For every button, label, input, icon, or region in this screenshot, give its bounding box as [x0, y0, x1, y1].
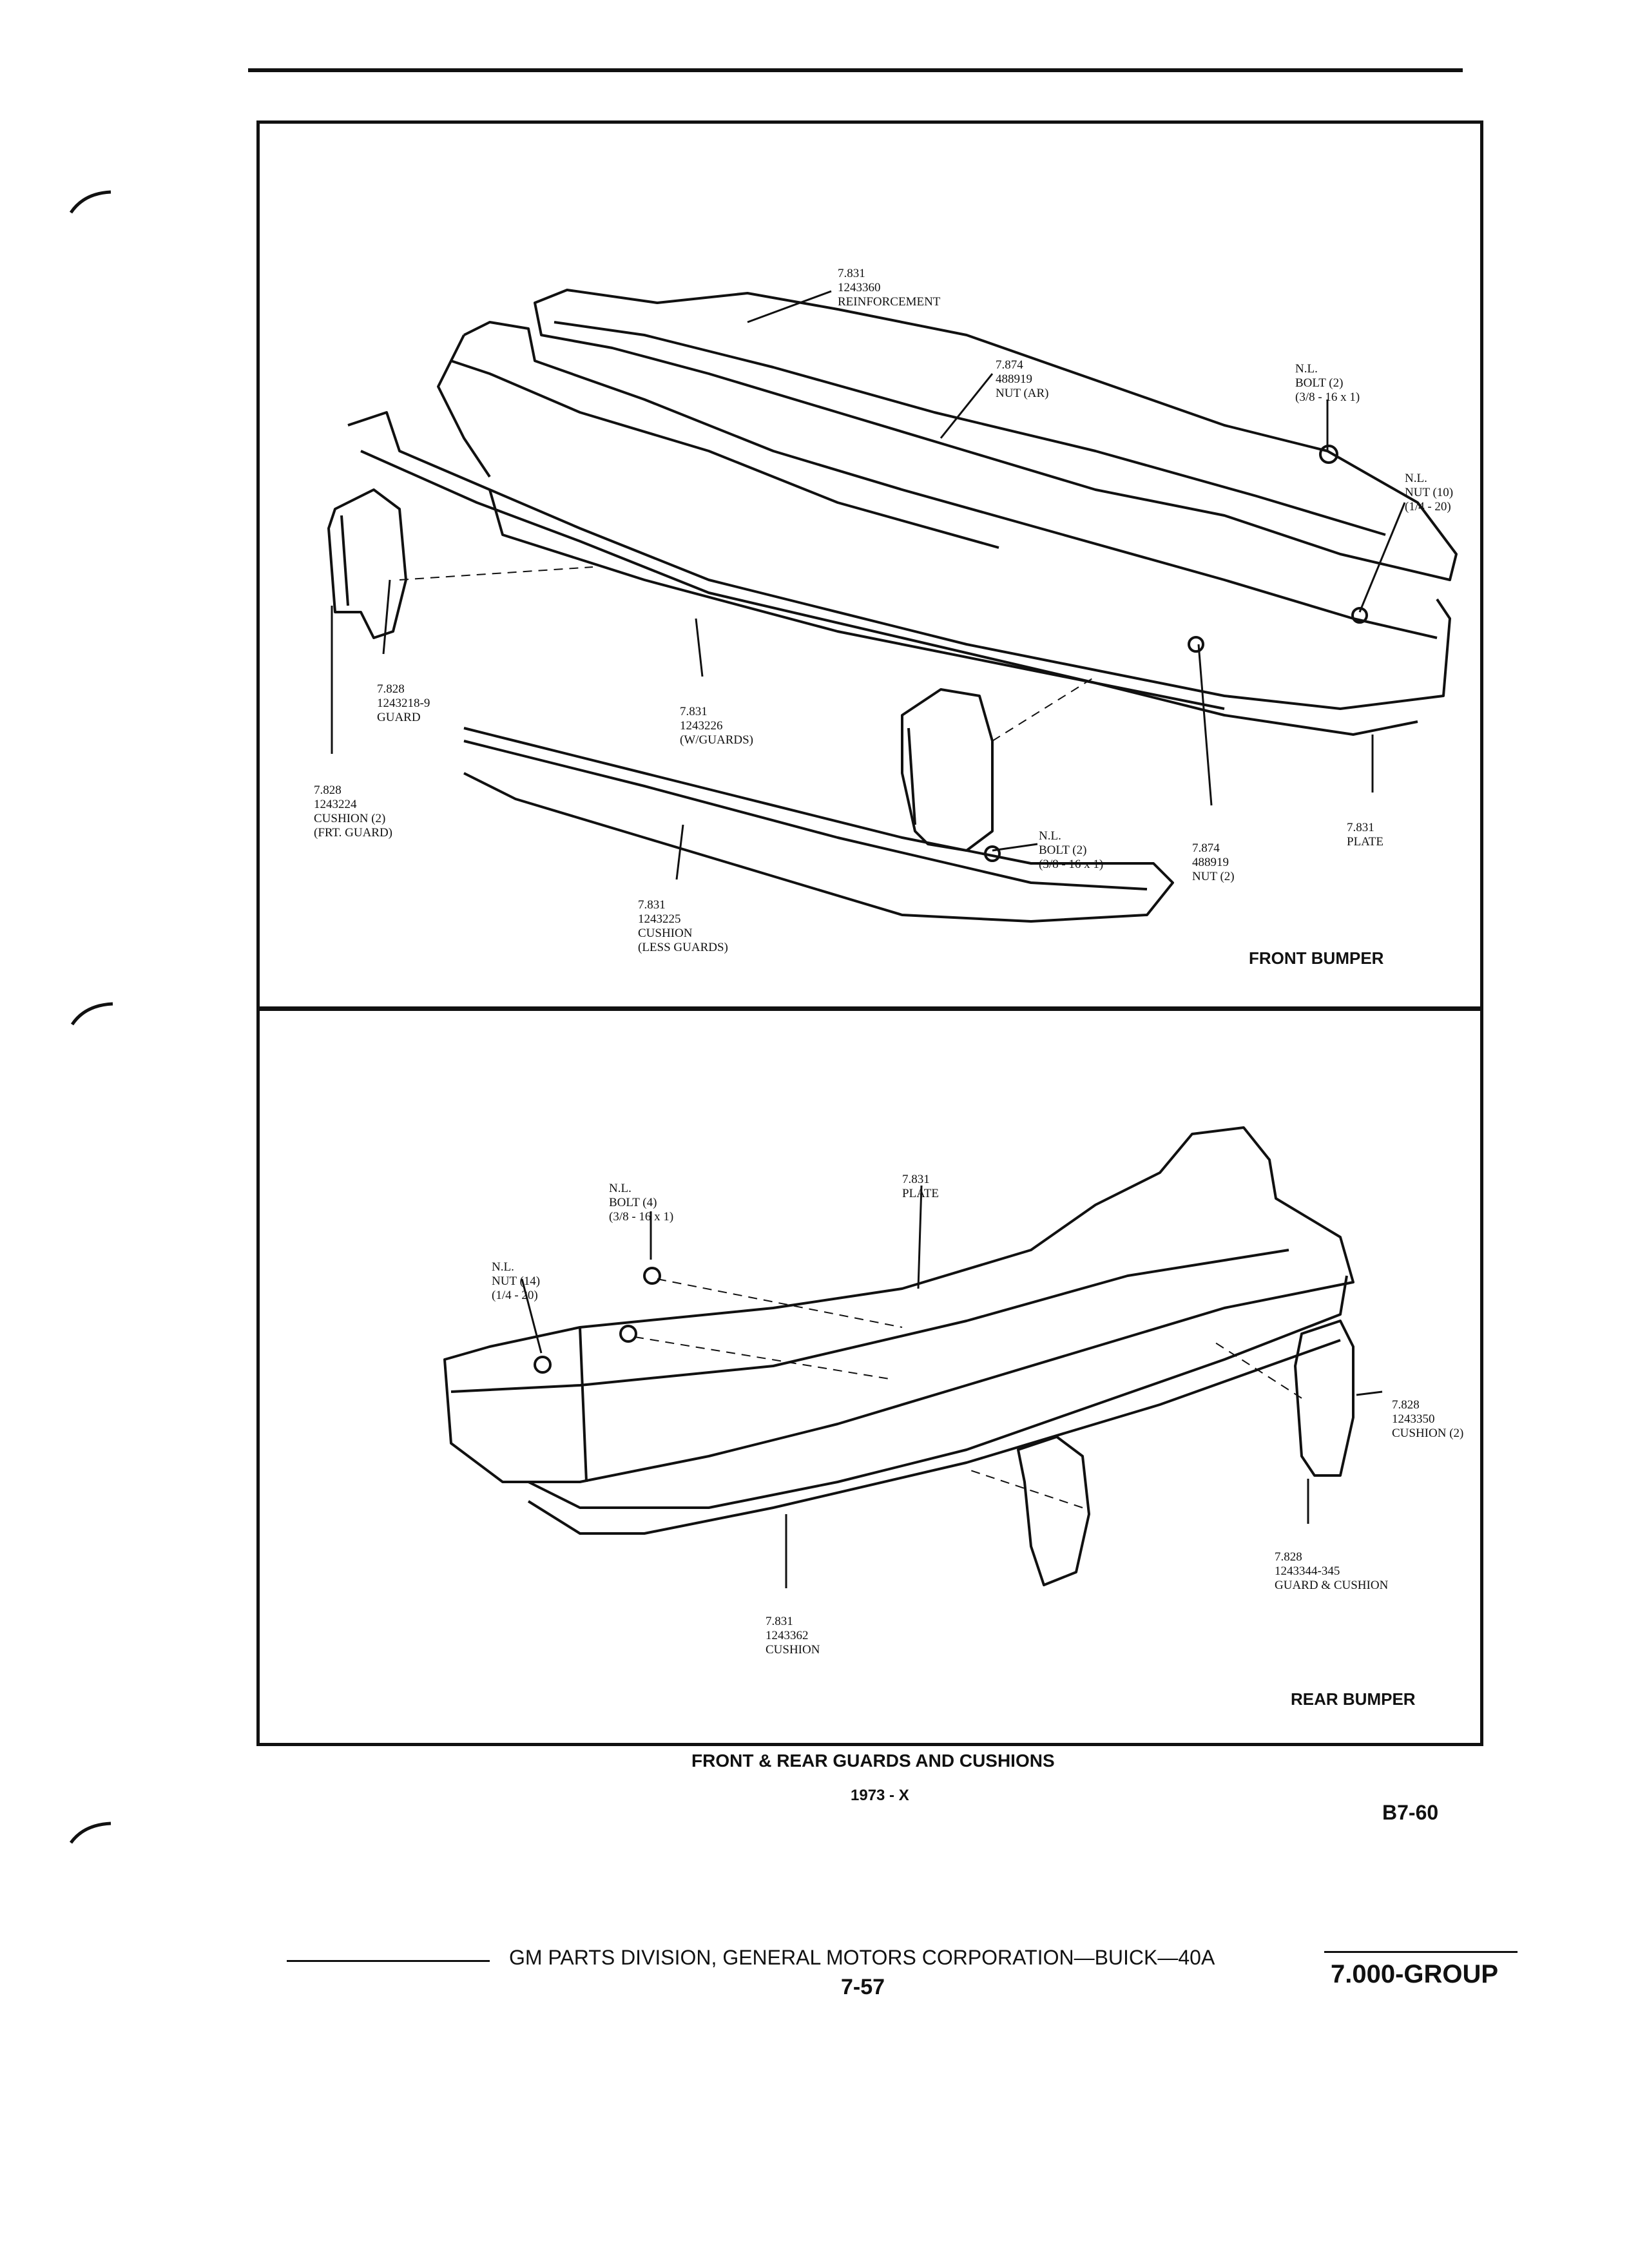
callout-nut-10: N.L.NUT (10)(1/4 - 20) — [1405, 472, 1454, 514]
footer-page: 7-57 — [841, 1975, 885, 1999]
rear-bumper-title: REAR BUMPER — [1291, 1689, 1416, 1709]
footer-group: 7.000-GROUP — [1331, 1960, 1499, 1988]
footer-division: GM PARTS DIVISION, GENERAL MOTORS CORPOR… — [509, 1946, 1215, 1969]
front-bumper-title: FRONT BUMPER — [1249, 948, 1384, 968]
punch-mark — [70, 1002, 113, 1026]
figure-code: B7-60 — [1382, 1801, 1439, 1824]
footer-rule-right — [1324, 1951, 1518, 1953]
callout-bolt-lower: N.L.BOLT (2)(3/8 - 16 x 1) — [1039, 829, 1104, 871]
figure-year: 1973 - X — [851, 1787, 909, 1804]
figure-caption: FRONT & REAR GUARDS AND CUSHIONS — [691, 1751, 1055, 1771]
punch-mark — [69, 1821, 111, 1844]
footer-rule-left — [287, 1960, 490, 1962]
top-rule — [248, 68, 1463, 72]
callout-bolt-top: N.L.BOLT (2)(3/8 - 16 x 1) — [1295, 362, 1360, 404]
callout-bolt-4: N.L.BOLT (4)(3/8 - 16 x 1) — [609, 1182, 674, 1224]
callout-nut-14: N.L.NUT (14)(1/4 - 20) — [492, 1260, 541, 1302]
rear-bumper-panel — [256, 1006, 1483, 1746]
punch-mark — [69, 190, 111, 214]
